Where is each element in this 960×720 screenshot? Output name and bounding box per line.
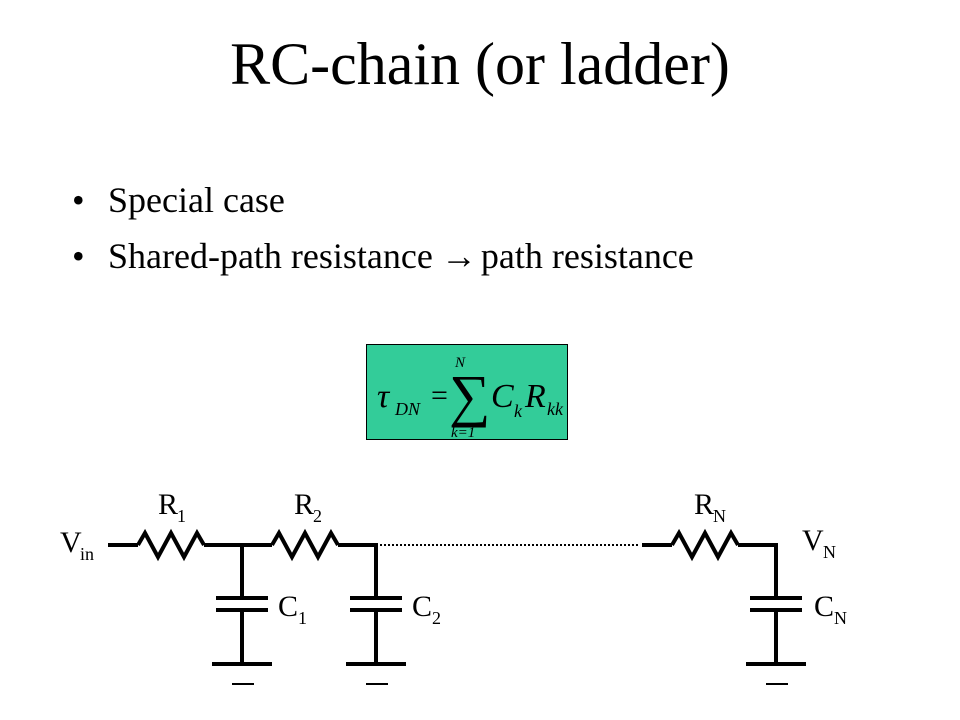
formula-r: R [524, 378, 546, 415]
cn-label: C [814, 590, 834, 623]
bullet-text-before: Shared-path resistance [108, 236, 433, 276]
formula-c: C [491, 378, 514, 415]
right-arrow-icon: → [440, 236, 477, 276]
bullet-text: Special case [108, 180, 285, 220]
rn-label: R [694, 488, 714, 521]
formula-tau: τ [377, 378, 391, 415]
formula-svg: τ DN = N ∑ k=1 C k R kk [377, 355, 564, 441]
rc-ladder-circuit: V in R 1 R 2 R N V N C 1 C 2 C N [60, 488, 847, 685]
c1-label: C [278, 590, 298, 623]
vin-label: V [60, 526, 82, 559]
vin-sub: in [80, 544, 94, 564]
cn-sub: N [834, 608, 847, 628]
resistor-2-icon [270, 528, 340, 562]
rn-sub: N [713, 506, 726, 526]
c2-label: C [412, 590, 432, 623]
r2-sub: 2 [313, 506, 322, 526]
formula-box: τ DN = N ∑ k=1 C k R kk [366, 344, 568, 441]
formula-c-sub: k [514, 401, 523, 421]
formula-upper-limit: N [454, 355, 466, 371]
bullet-text-after: path resistance [480, 236, 694, 276]
bullet-list: Special case Shared-path resistance→path… [72, 172, 694, 284]
vn-sub: N [823, 542, 836, 562]
formula-r-sub: kk [547, 399, 564, 419]
bullet-item: Special case [72, 172, 694, 228]
sigma-icon: ∑ [449, 363, 490, 428]
r2-label: R [294, 488, 314, 521]
c2-sub: 2 [432, 608, 441, 628]
resistor-1-icon [136, 528, 206, 562]
formula-tau-sub: DN [394, 399, 421, 419]
r1-sub: 1 [177, 506, 186, 526]
formula-lower-limit: k=1 [451, 425, 475, 441]
slide-title: RC-chain (or ladder) [230, 31, 730, 97]
bullet-item: Shared-path resistance→path resistance [72, 228, 694, 284]
r1-label: R [158, 488, 178, 521]
vn-label: V [802, 524, 824, 557]
c1-sub: 1 [298, 608, 307, 628]
resistor-n-icon [670, 528, 740, 562]
formula-equals: = [431, 379, 448, 412]
